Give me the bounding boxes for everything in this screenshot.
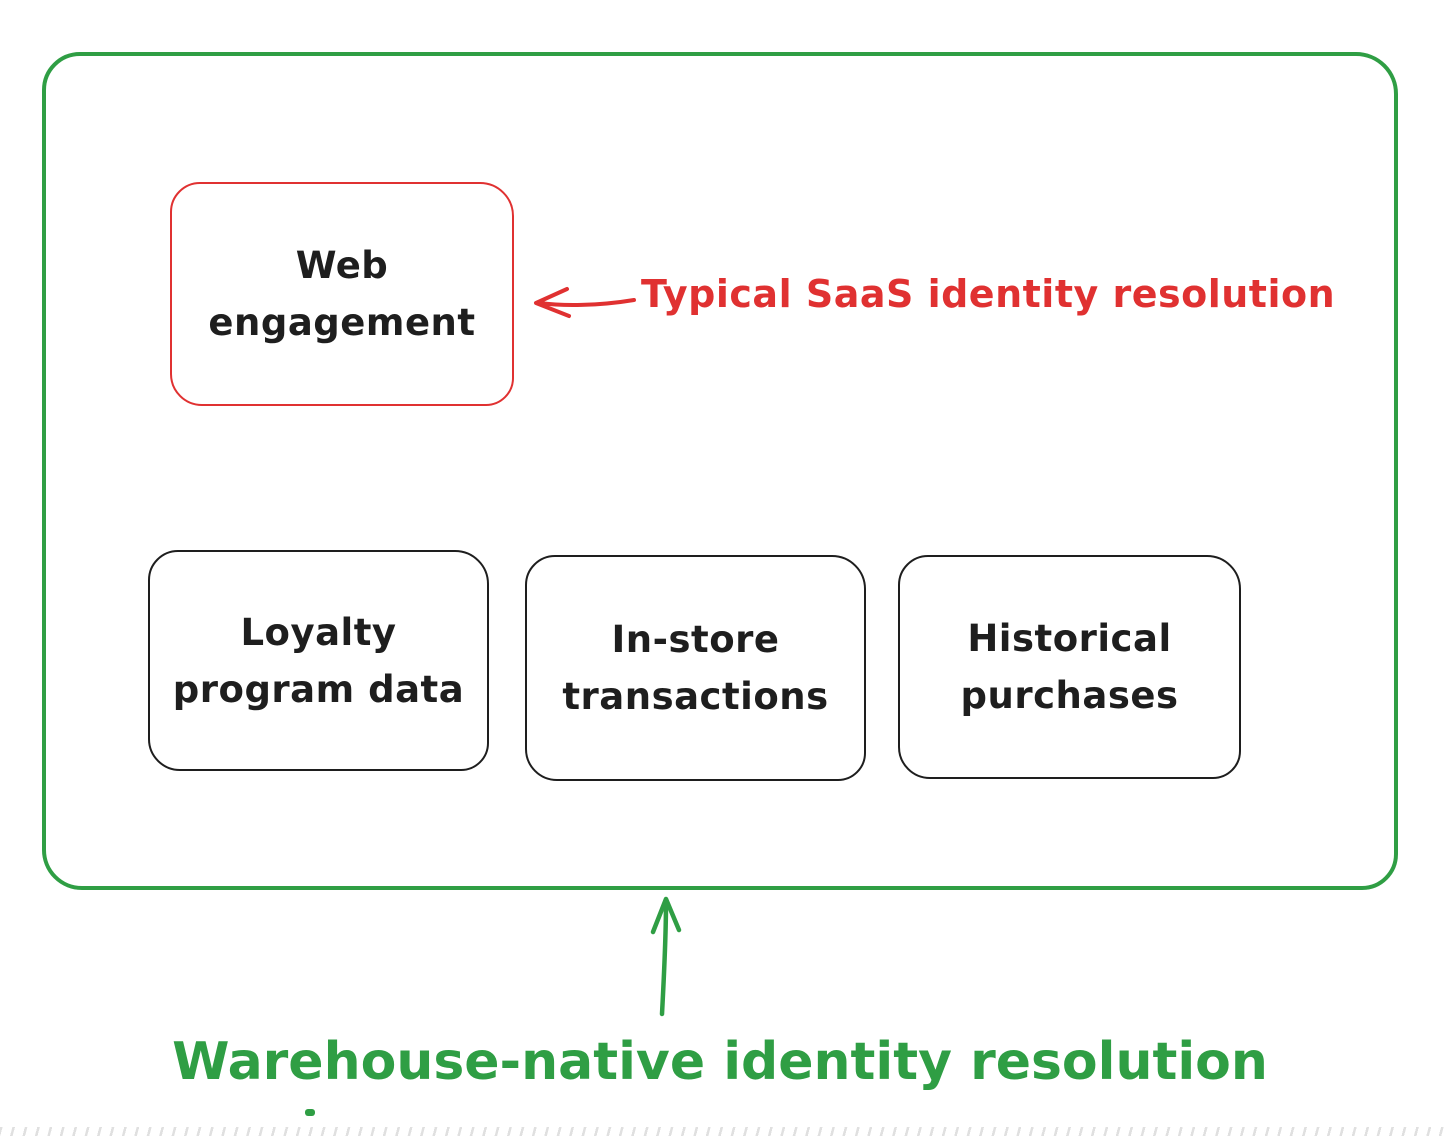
warehouse-container-box: [42, 52, 1398, 890]
box-loyalty-program-data-label: Loyalty program data: [172, 610, 465, 711]
box-historical-purchases-label: Historical purchases: [960, 617, 1179, 717]
hatch-border: [0, 1127, 1446, 1136]
box-web-engagement-label: Web engagement: [208, 244, 476, 344]
box-in-store-transactions: In-store transactions: [525, 555, 866, 781]
box-loyalty-program-data: Loyalty program data: [148, 550, 489, 771]
up-arrow-icon: [650, 896, 682, 1017]
annotation-warehouse-native: Warehouse-native identity resolution: [172, 1032, 1268, 1092]
box-in-store-transactions-label: In-store transactions: [562, 618, 829, 718]
green-dot: [305, 1109, 315, 1116]
box-web-engagement: Web engagement: [170, 182, 514, 406]
annotation-typical-saas: Typical SaaS identity resolution: [641, 272, 1336, 316]
box-historical-purchases: Historical purchases: [898, 555, 1241, 779]
